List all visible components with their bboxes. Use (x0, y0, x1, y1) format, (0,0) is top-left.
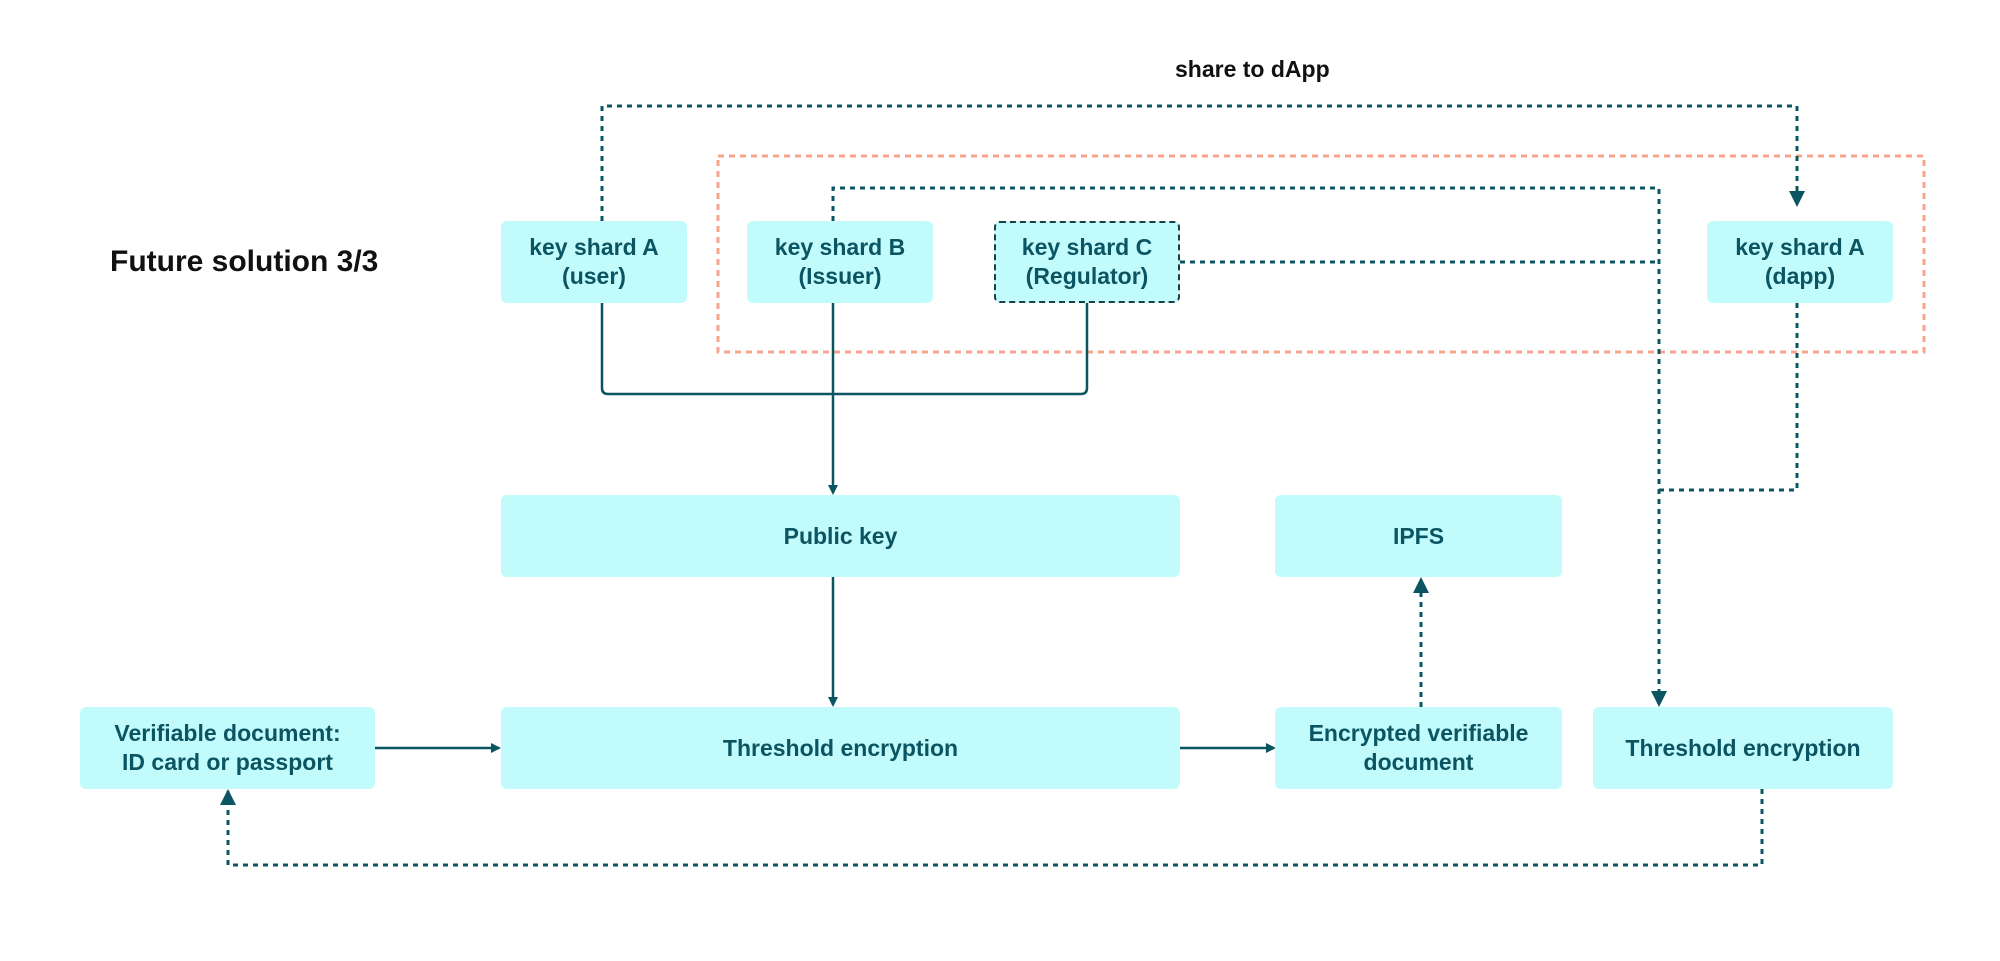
node-verifiable-document: Verifiable document: ID card or passport (80, 707, 375, 789)
edge-shard-a-to-public-key (600, 303, 1089, 396)
node-label: key shard A (dapp) (1735, 234, 1865, 289)
edge-shard-b-to-threshold-dapp (831, 186, 1667, 707)
node-label: Verifiable document: ID card or passport (114, 720, 341, 775)
node-key-shard-a-dapp: key shard A (dapp) (1707, 221, 1893, 303)
node-threshold-encryption-dapp: Threshold encryption (1593, 707, 1893, 789)
node-encrypted-verifiable-document: Encrypted verifiable document (1275, 707, 1562, 789)
node-label: Encrypted verifiable document (1308, 720, 1529, 775)
node-key-shard-c-regulator: key shard C (Regulator) (994, 221, 1180, 303)
node-label: key shard B (Issuer) (774, 234, 906, 289)
node-public-key: Public key (501, 495, 1180, 577)
diagram-title: Future solution 3/3 (110, 245, 379, 278)
edge-threshold-dapp-to-document (220, 789, 1764, 867)
node-label: Threshold encryption (1625, 734, 1861, 761)
share-to-dapp-label: share to dApp (1175, 56, 1330, 82)
node-label: key shard A (user) (529, 234, 659, 289)
node-label: Public key (783, 522, 898, 549)
edge-share-to-dapp (600, 104, 1805, 221)
edge-shard-a-dapp-to-threshold-dapp (1659, 303, 1799, 492)
node-key-shard-a-user: key shard A (user) (501, 221, 687, 303)
node-label: Threshold encryption (722, 734, 959, 761)
node-label: IPFS (1392, 522, 1445, 549)
node-key-shard-b-issuer: key shard B (Issuer) (747, 221, 933, 303)
node-label: key shard C (Regulator) (1021, 234, 1153, 289)
node-ipfs: IPFS (1275, 495, 1562, 577)
key-shard-group-outline (716, 154, 1926, 354)
node-threshold-encryption-main: Threshold encryption (501, 707, 1180, 789)
